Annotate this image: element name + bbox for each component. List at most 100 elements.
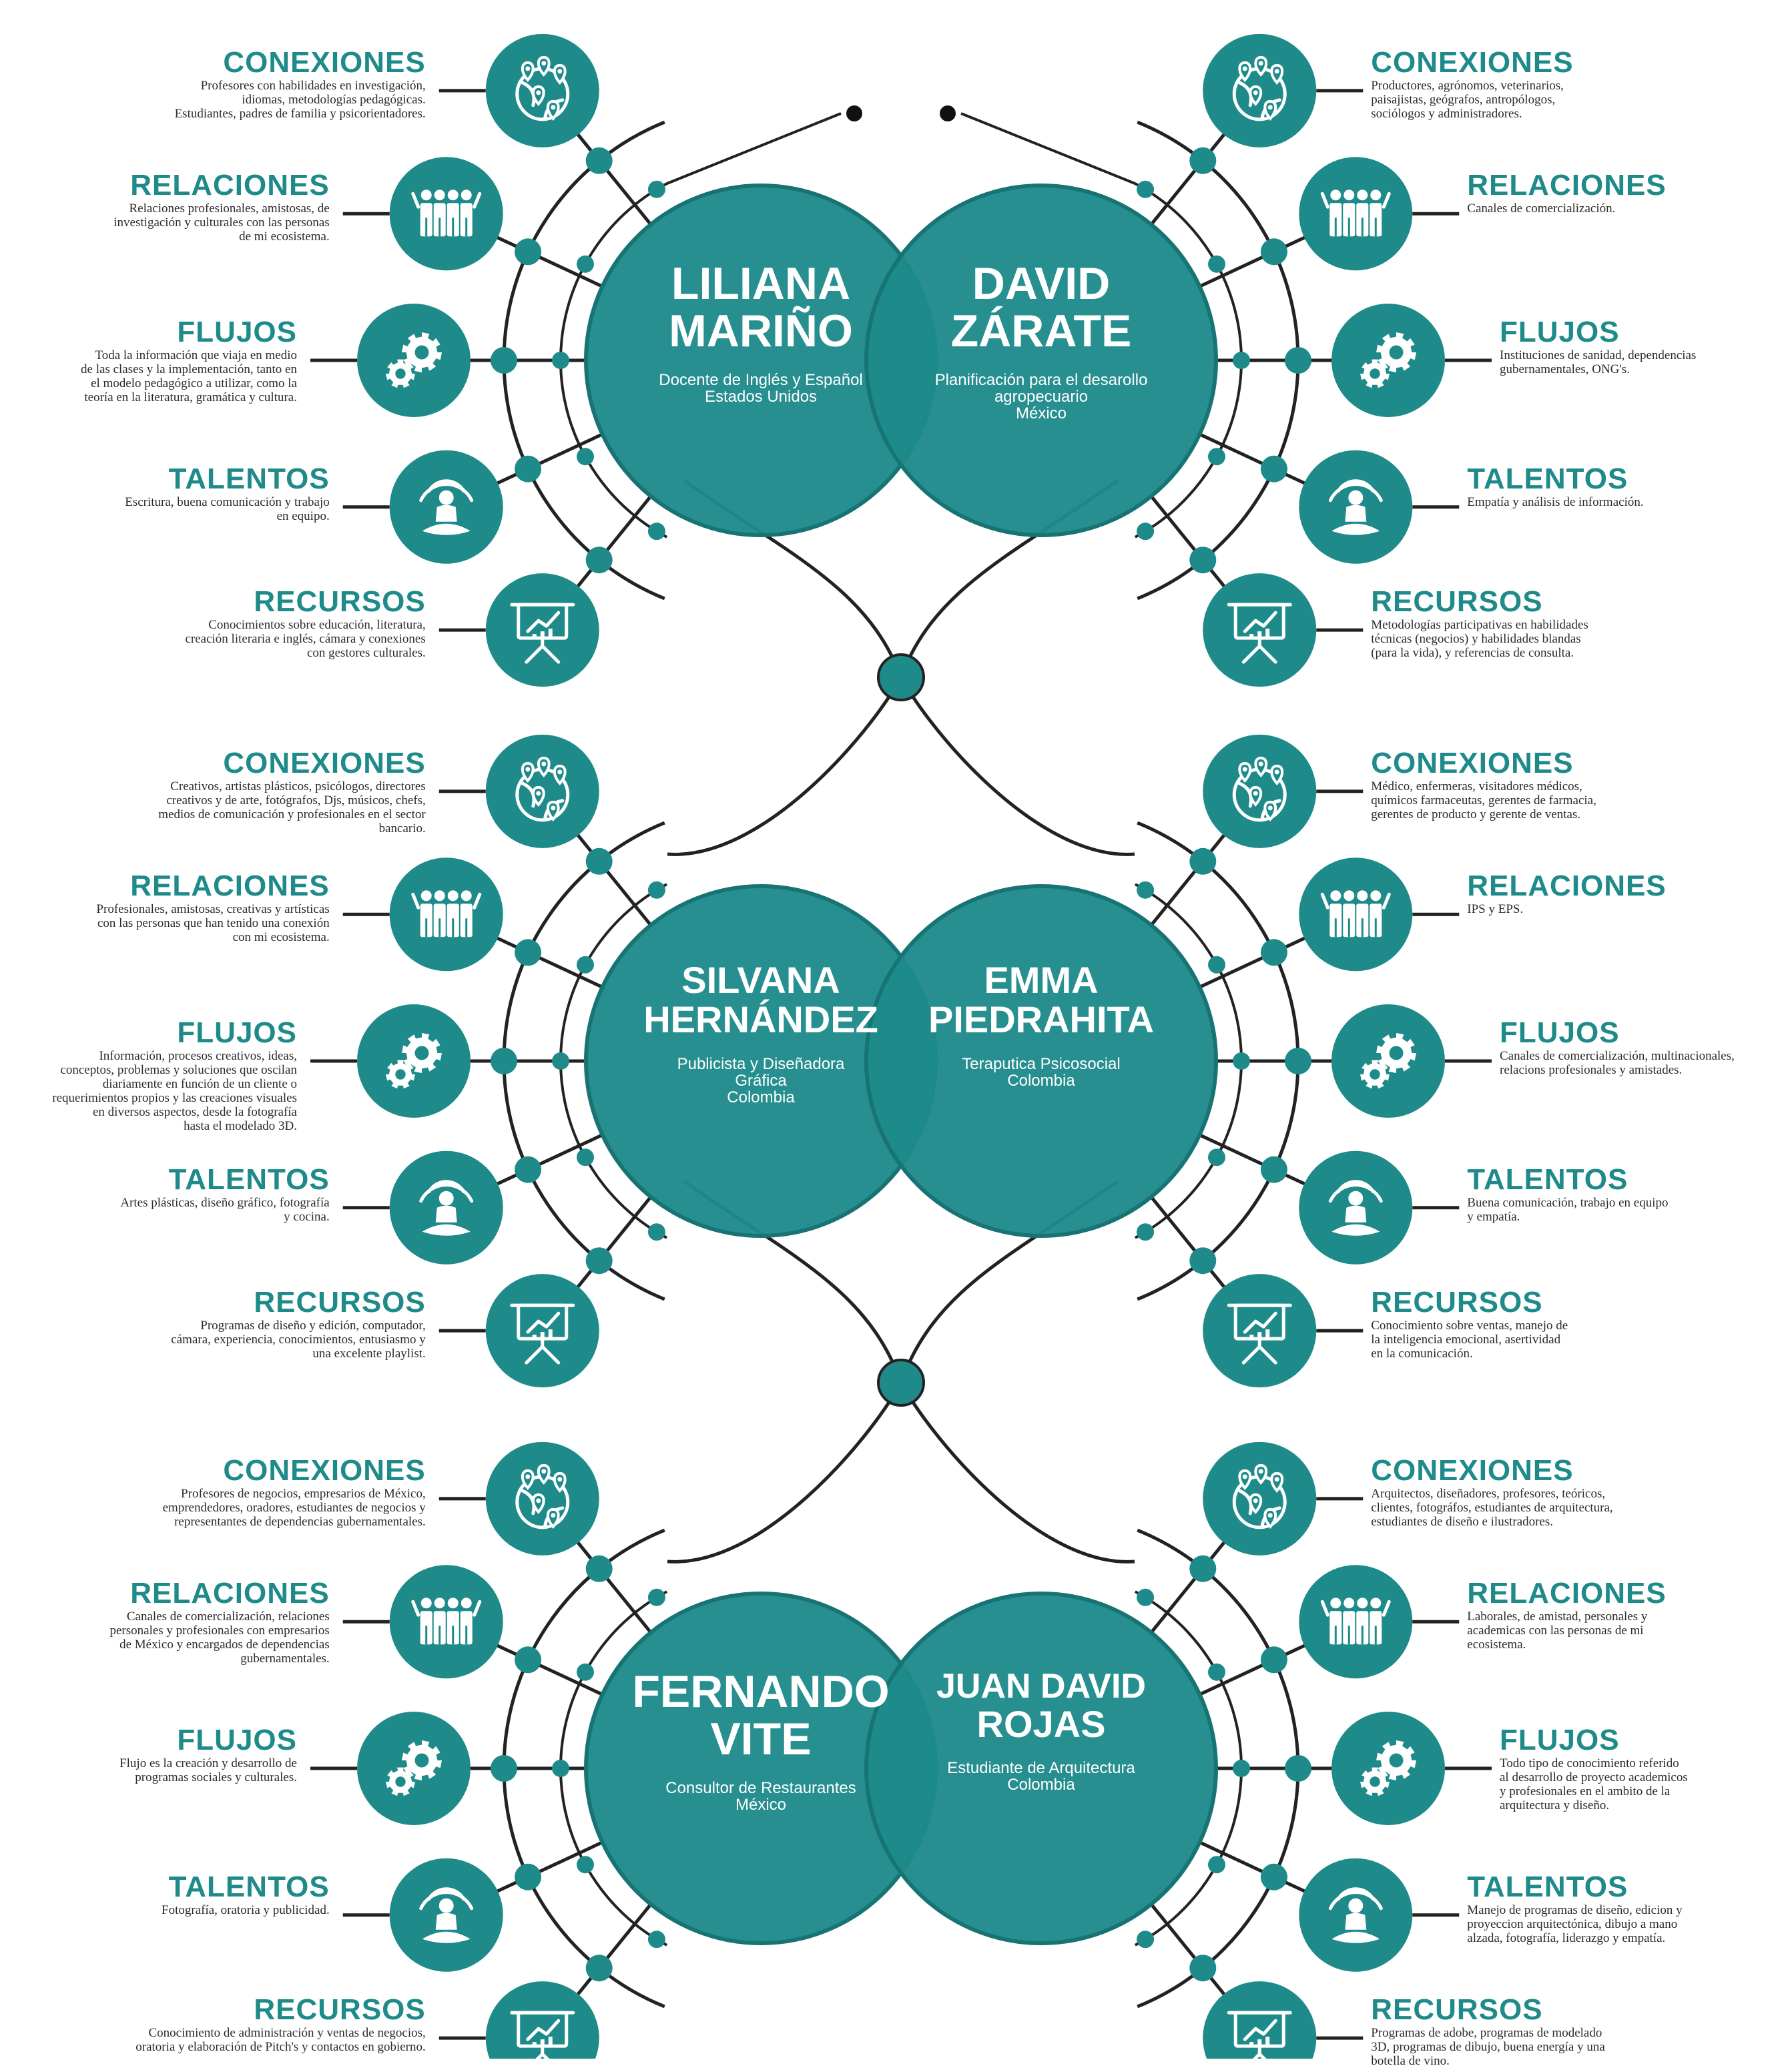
people-group-icon <box>1299 157 1413 271</box>
bar <box>1249 2042 1254 2047</box>
category-description: Conocimiento de administración y ventas … <box>135 2026 426 2055</box>
person-head <box>461 1598 472 1609</box>
location-pin <box>1254 1463 1268 1485</box>
location-pin <box>531 85 545 106</box>
inner-orbit-node <box>1137 180 1155 198</box>
top-tail <box>666 112 842 185</box>
location-pin <box>1254 756 1268 777</box>
bar <box>540 631 545 639</box>
inner-orbit-node <box>1137 1931 1155 1949</box>
crossed-legs <box>1331 1224 1380 1236</box>
pin-dot <box>1242 1474 1247 1479</box>
torso <box>435 1205 457 1223</box>
location-pin <box>546 800 560 821</box>
category-title: RECURSOS <box>254 1286 426 1319</box>
person-head <box>1343 1598 1355 1609</box>
category-description: Fotografía, oratoria y publicidad. <box>162 1903 330 1917</box>
category-description: Buena comunicación, trabajo en equipo y … <box>1467 1195 1669 1224</box>
person-name-line: SILVANA <box>681 959 840 1001</box>
bar <box>540 2039 545 2047</box>
person-name-line: ZÁRATE <box>950 306 1132 357</box>
pin-dot <box>1267 805 1273 811</box>
pin-dot <box>557 769 563 775</box>
aura-outer <box>1328 482 1383 502</box>
location-pin <box>521 61 535 82</box>
category-title: RELACIONES <box>1467 870 1667 903</box>
location-pin <box>546 1507 560 1529</box>
person-head <box>1343 890 1355 902</box>
person-subtitle-line: Colombia <box>727 1088 795 1106</box>
person-name-line: EMMA <box>984 959 1099 1001</box>
pin-dot <box>536 1498 541 1503</box>
location-pin <box>553 764 567 785</box>
aura-outer <box>1328 1183 1383 1203</box>
pin-dot <box>551 1513 556 1518</box>
category-description: Conocimientos sobre educación, literatur… <box>185 618 426 661</box>
category-description: Manejo de programas de diseño, edicion y… <box>1467 1903 1683 1945</box>
person-head <box>1370 1598 1382 1609</box>
category-description: Canales de comercialización, multinacion… <box>1500 1049 1735 1077</box>
endpoint-dot <box>846 105 862 121</box>
stand <box>535 2044 550 2059</box>
person-head <box>447 190 459 201</box>
inner-orbit-node <box>552 352 569 369</box>
person-head <box>420 1598 432 1609</box>
orbit-node <box>585 547 613 574</box>
category-description: Conocimiento sobre ventas, manejo de la … <box>1371 1319 1568 1361</box>
stand <box>525 1337 561 1365</box>
globe-network-icon <box>1203 33 1317 147</box>
pin-dot <box>1258 1469 1263 1474</box>
meditation-talent-icon <box>1299 450 1413 564</box>
person-head <box>1330 890 1341 902</box>
pin-dot <box>1253 90 1258 95</box>
stand <box>1241 1337 1277 1365</box>
pin-dot <box>1242 767 1247 772</box>
pin-dot <box>1253 1498 1258 1503</box>
inner-orbit-node <box>647 1588 665 1606</box>
category-description: Artes plásticas, diseño gráfico, fotogra… <box>120 1195 330 1224</box>
person-head <box>447 890 459 902</box>
torso <box>1345 504 1367 522</box>
bar <box>1257 1332 1262 1339</box>
category-title: RELACIONES <box>130 1577 330 1610</box>
trend-line <box>526 611 561 633</box>
orbit-node <box>491 1048 517 1074</box>
person-subtitle-line: Consultor de Restaurantes <box>665 1778 856 1797</box>
location-pin <box>1249 785 1263 807</box>
pin-dot <box>557 1477 563 1482</box>
pin-dot <box>1253 791 1258 796</box>
pin-dot <box>551 805 556 811</box>
stand <box>1241 636 1277 664</box>
bar <box>1265 2037 1270 2047</box>
person-head <box>1370 890 1382 902</box>
category-title: RELACIONES <box>1467 1577 1667 1610</box>
category-description: Canales de comercialización, relaciones … <box>109 1610 330 1666</box>
category-title: TALENTOS <box>168 462 330 495</box>
icon-bg <box>485 1981 599 2059</box>
pin-dot <box>541 61 547 66</box>
orbit-node <box>585 1955 613 1982</box>
person-head <box>1357 1598 1368 1609</box>
orbit-node <box>491 347 517 374</box>
gear-hole <box>1389 1753 1404 1768</box>
icon-bg <box>1203 573 1317 687</box>
inner-orbit-node <box>1208 255 1226 273</box>
pin-dot <box>1274 1477 1279 1482</box>
person-head <box>420 190 432 201</box>
person-head <box>1370 190 1382 201</box>
globe-network-icon <box>485 1441 599 1556</box>
orbit-node <box>1189 1555 1217 1582</box>
category-description: Escritura, buena comunicación y trabajo … <box>125 494 330 523</box>
person-head <box>461 190 472 201</box>
person-circle <box>864 184 1218 537</box>
crossed-legs <box>422 523 471 535</box>
torso <box>1345 1205 1367 1223</box>
location-pin <box>1238 1469 1252 1490</box>
bar <box>1265 629 1270 639</box>
inner-orbit-node <box>1208 1663 1226 1681</box>
category-description: Arquitectos, diseñadores, profesores, te… <box>1371 1486 1613 1529</box>
bar <box>532 2042 537 2047</box>
pin-dot <box>1258 61 1263 66</box>
